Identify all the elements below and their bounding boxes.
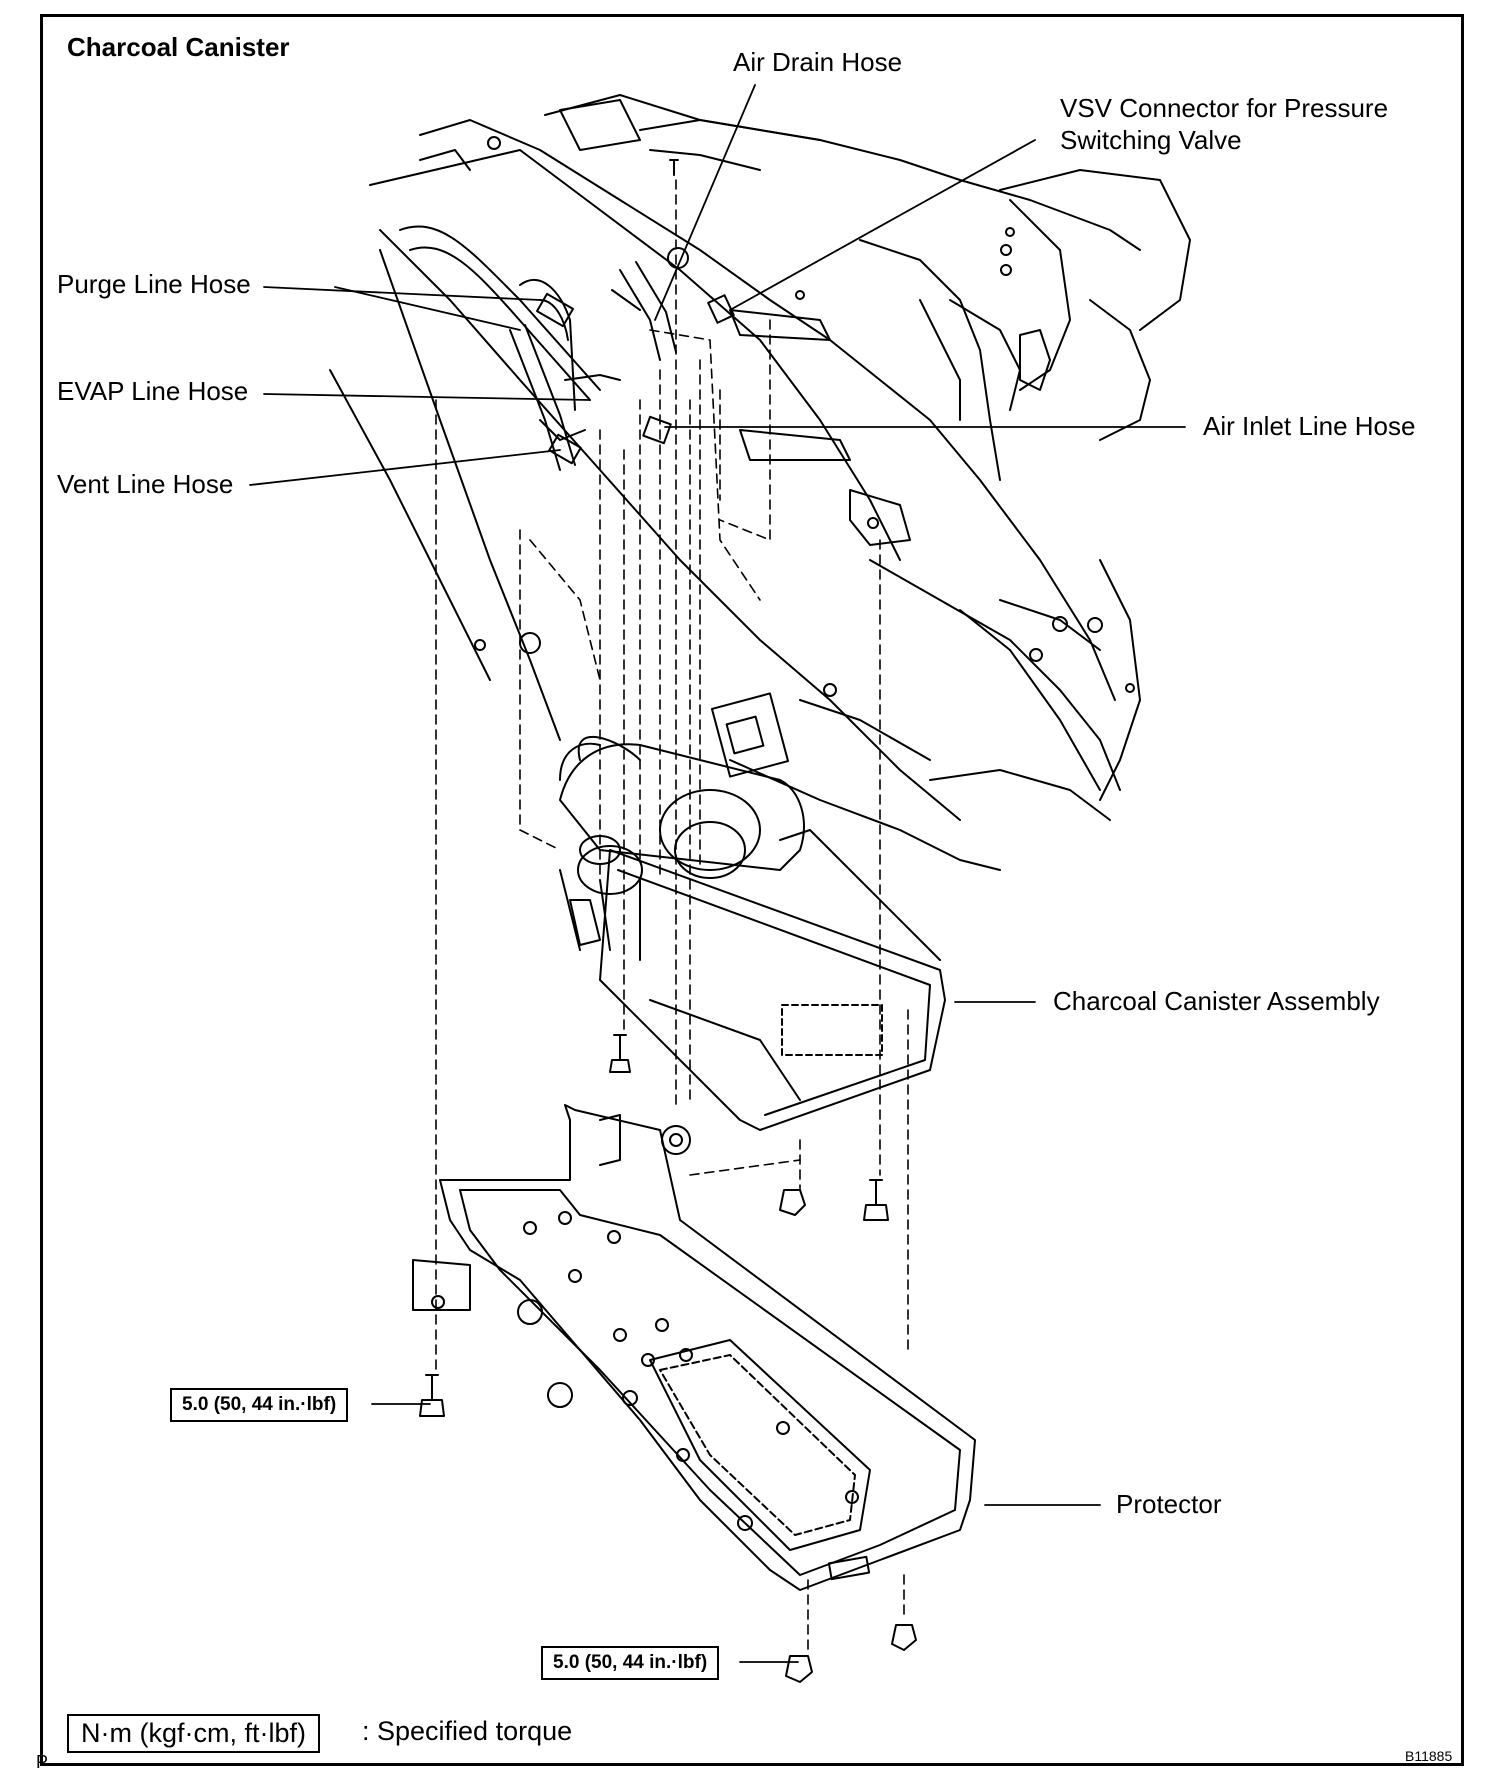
torque-spec-left: 5.0 (50, 44 in.·lbf): [170, 1388, 349, 1422]
label-vsv-connector-line2: Switching Valve: [1060, 125, 1242, 155]
assembly-lines: [435, 179, 909, 1651]
label-vsv-connector-line1: VSV Connector for Pressure: [1060, 93, 1389, 123]
hoses: [399, 225, 735, 471]
vehicle-underbody: [329, 94, 1191, 871]
label-protector: Protector: [1116, 1489, 1222, 1519]
label-evap-line-hose: EVAP Line Hose: [57, 376, 249, 406]
legend-description: : Specified torque: [362, 1716, 573, 1746]
corner-mark: P: [36, 1752, 49, 1772]
label-charcoal-canister-assembly: Charcoal Canister Assembly: [1053, 986, 1380, 1016]
torque-spec-bottom: 5.0 (50, 44 in.·lbf): [541, 1646, 720, 1680]
leader-lines: [249, 84, 1186, 1663]
label-air-drain-hose: Air Drain Hose: [733, 47, 903, 77]
label-air-inlet-line-hose: Air Inlet Line Hose: [1203, 411, 1416, 441]
label-purge-line-hose: Purge Line Hose: [57, 269, 251, 299]
charcoal-canister-assembly: [559, 692, 946, 1131]
figure-code: B11885: [1405, 1748, 1453, 1764]
fasteners: [419, 159, 917, 1683]
label-vent-line-hose: Vent Line Hose: [57, 469, 234, 499]
legend-unit-box: N·m (kgf·cm, ft·lbf): [67, 1714, 320, 1753]
protector-part: [412, 1104, 976, 1591]
diagram-title: Charcoal Canister: [67, 32, 290, 62]
diagram-frame: [40, 14, 1464, 1766]
